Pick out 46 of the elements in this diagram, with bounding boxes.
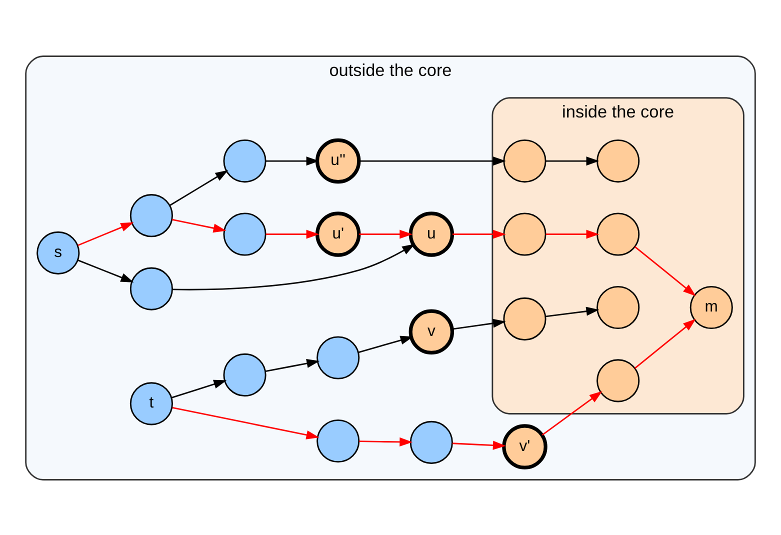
node-circle [130, 194, 173, 237]
node-circle: u [408, 211, 454, 256]
arrow [359, 156, 506, 166]
arrow [171, 379, 227, 398]
arrow [359, 229, 413, 238]
arrow [172, 243, 416, 290]
node-circle: m [690, 285, 733, 329]
arrow [78, 259, 134, 282]
node-circle [223, 139, 266, 182]
arrow [172, 218, 226, 232]
arrow [170, 170, 228, 206]
arrow [266, 229, 320, 238]
node-circle [316, 418, 360, 462]
node-circle [223, 212, 266, 256]
arrow [265, 358, 320, 372]
node-circle [596, 212, 640, 256]
node-circle: u' [315, 211, 361, 256]
node-circle [316, 336, 360, 379]
node-circle: t [130, 382, 173, 425]
arrow [452, 440, 506, 450]
arrow [452, 318, 506, 330]
node-circle [130, 266, 173, 310]
arrow [358, 335, 414, 353]
arrow [172, 406, 320, 439]
arrow [634, 318, 696, 368]
arrow [634, 246, 696, 296]
arrow [546, 229, 600, 238]
node-circle [503, 296, 546, 340]
node-circle [596, 285, 640, 329]
node-circle [503, 139, 546, 182]
arrow [452, 229, 506, 238]
node-circle [596, 358, 640, 402]
arrow [359, 436, 413, 446]
node-circle [410, 420, 453, 464]
node-circle: s [36, 230, 80, 274]
arrow [542, 390, 602, 436]
arrow [266, 156, 320, 166]
node-circle [223, 352, 266, 396]
arrow [546, 306, 600, 317]
arrow [546, 156, 600, 166]
node-circle [503, 212, 546, 256]
arrow [78, 222, 134, 246]
node-circle: v [408, 308, 454, 354]
node-circle: u'' [315, 138, 361, 184]
node-circle [596, 139, 640, 182]
node-circle: v' [502, 424, 548, 469]
